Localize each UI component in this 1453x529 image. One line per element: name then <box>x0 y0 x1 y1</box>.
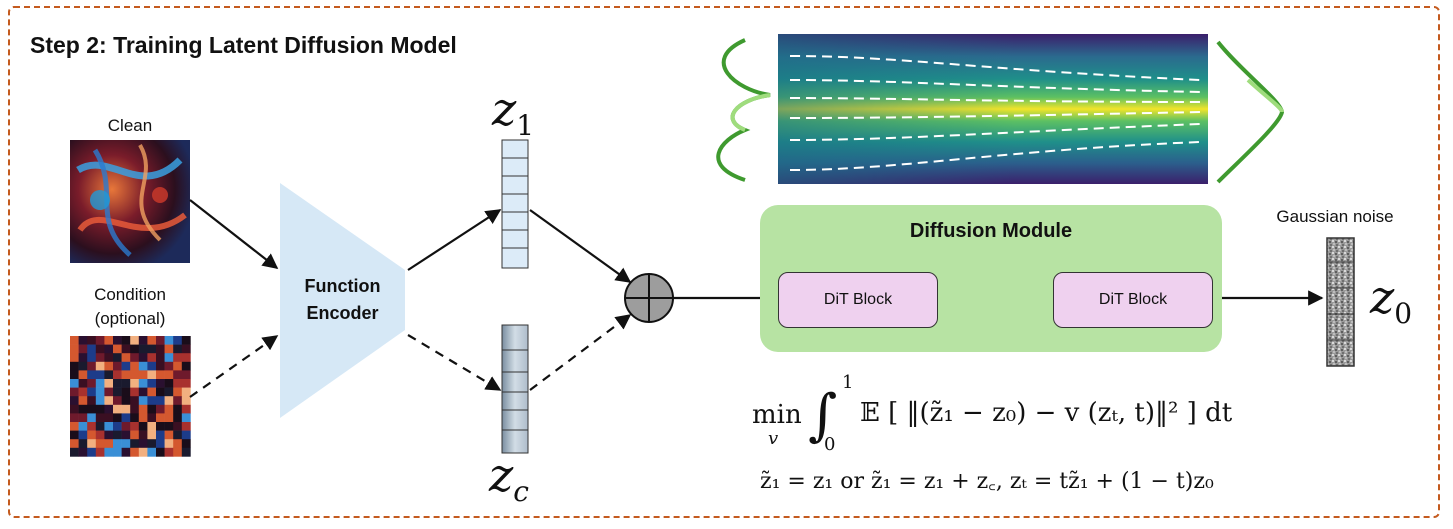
integral-sign: ∫ <box>808 383 838 448</box>
arrow-condition-to-encoder <box>189 335 279 398</box>
objective-min: min <box>752 400 802 430</box>
gaussian-noise-label: Gaussian noise <box>1276 207 1394 226</box>
clean-label: Clean <box>107 116 153 135</box>
condition-field-image <box>70 336 191 457</box>
dit-block-2: DiT Block <box>1053 272 1213 328</box>
arrow-encoder-to-z1 <box>407 209 502 271</box>
z0-label: z0 <box>1370 270 1413 331</box>
gaussian-distribution-curve <box>1216 40 1285 184</box>
condition-label: Condition <box>94 285 166 304</box>
diffusion-module-title: Diffusion Module <box>909 220 1073 242</box>
condition-optional-label: (optional) <box>94 309 166 328</box>
objective-body: 𝔼 [ ‖(z̃₁ − z₀) − v (zₜ, t)‖² ] dt <box>860 398 1233 428</box>
z1-label: z1 <box>492 82 535 143</box>
z1-vector <box>501 139 529 269</box>
gaussian-curve-highlight <box>1246 78 1284 113</box>
arrow-z1-to-sum <box>529 209 632 283</box>
page-title: Step 2: Training Latent Diffusion Model <box>30 32 457 58</box>
integral-upper: 1 <box>842 372 854 393</box>
arrow-zc-to-sum <box>529 314 632 391</box>
outer-frame <box>8 6 1440 518</box>
objective-definitions: z̃₁ = z₁ or z̃₁ = z₁ + z꜀, zₜ = tz̃₁ + (… <box>760 469 1214 494</box>
objective-min-sub: v <box>768 428 779 449</box>
sum-node <box>624 273 674 323</box>
encoder-label-line2: Encoder <box>306 303 379 323</box>
function-encoder-shape <box>280 183 405 418</box>
multimodal-distribution-curve <box>716 38 771 182</box>
clean-field-image <box>70 140 190 263</box>
encoder-label-line1: Function <box>304 276 381 296</box>
arrow-clean-to-encoder <box>189 199 279 269</box>
zc-vector <box>501 324 529 454</box>
flow-heatmap <box>778 34 1208 184</box>
integral-lower: 0 <box>824 434 836 455</box>
dit-block-1: DiT Block <box>778 272 938 328</box>
zc-label: zc <box>489 448 529 509</box>
multimodal-curve-highlight <box>730 93 771 132</box>
arrow-encoder-to-zc <box>407 334 502 391</box>
noise-vector <box>1326 237 1355 367</box>
